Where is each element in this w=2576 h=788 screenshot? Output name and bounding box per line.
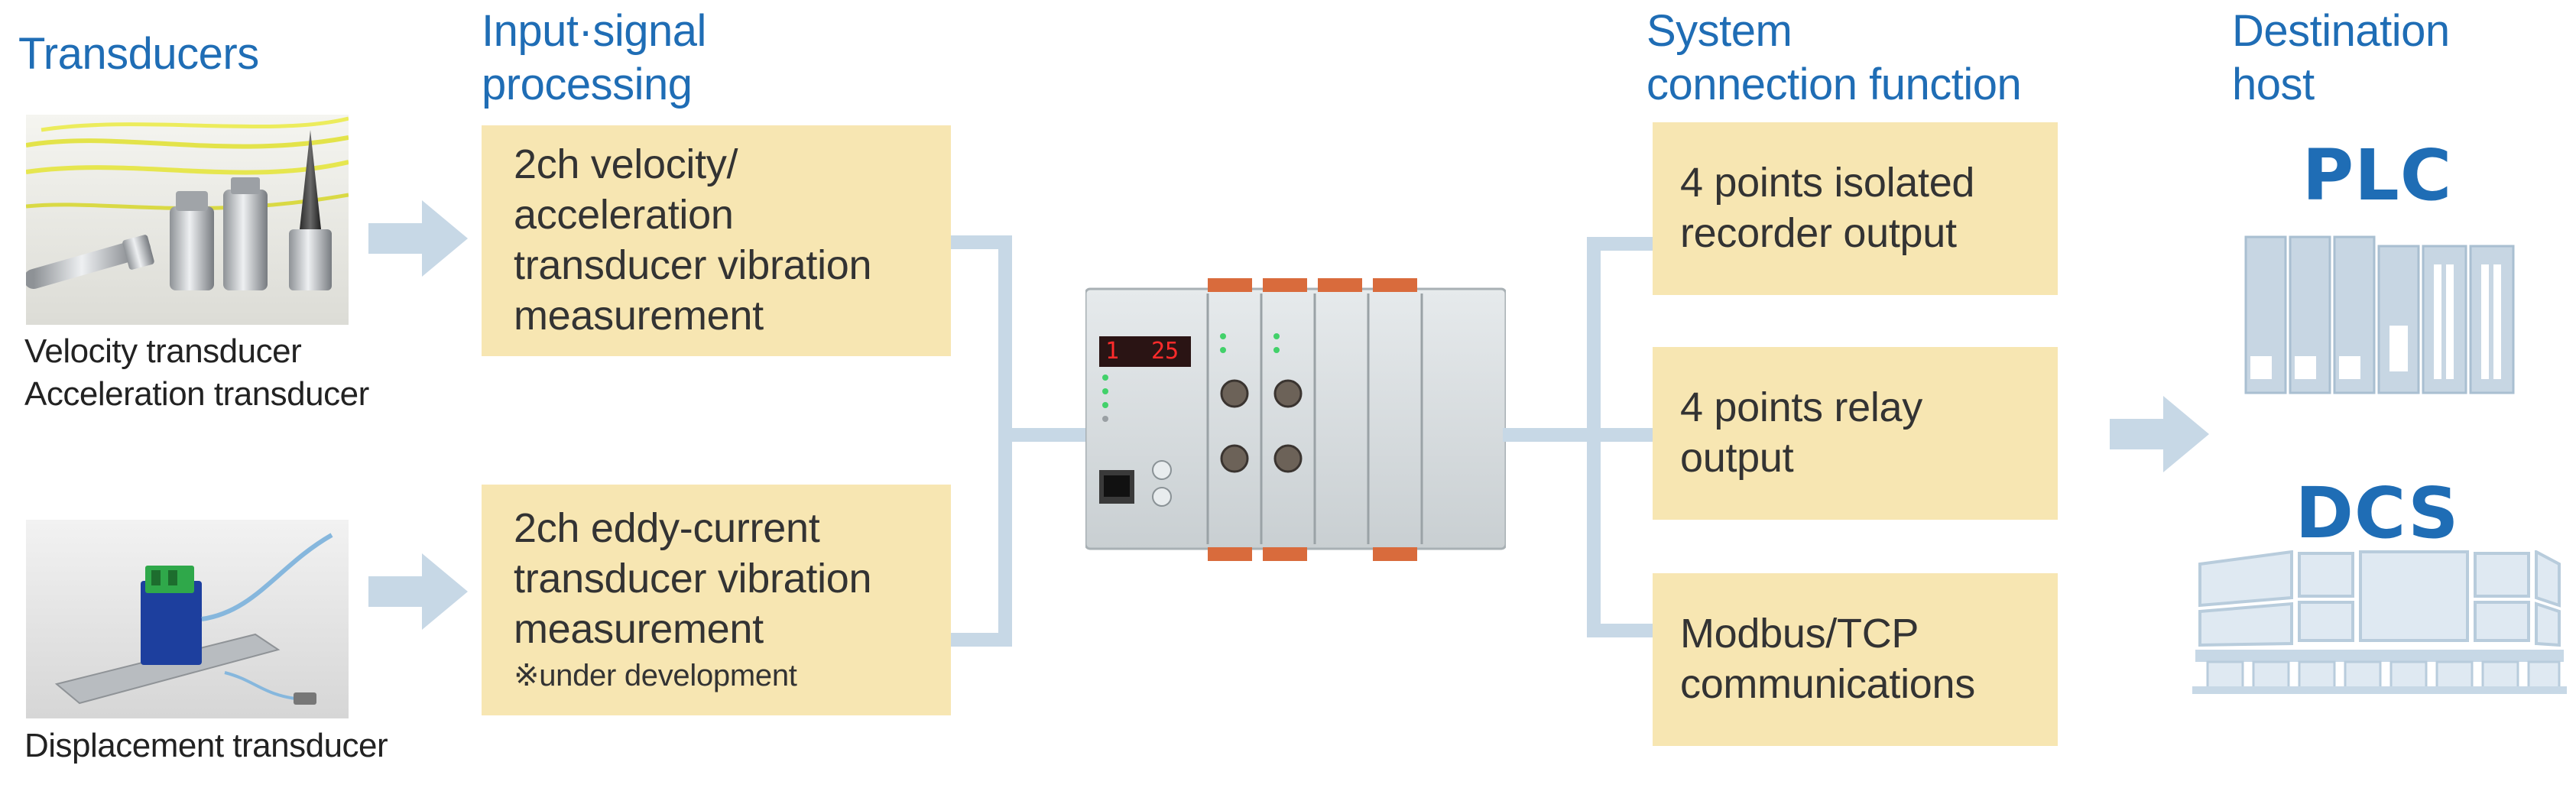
input-box-eddy-current-note: ※under development [514, 659, 797, 692]
host-label-plc: PLC [2302, 135, 2453, 216]
output-box-relay-text: 4 points relay output [1680, 384, 1922, 481]
device-display-value: 25 [1151, 338, 1179, 365]
connector-line [1587, 624, 1653, 637]
output-box-modbus-text: Modbus/TCP communications [1680, 611, 1975, 707]
connector-line [998, 428, 1087, 442]
output-box-modbus: Modbus/TCP communications [1653, 573, 2058, 746]
connector-line [951, 235, 1012, 249]
arrow-right-icon [368, 553, 468, 630]
connector-line [1587, 428, 1653, 442]
dcs-icon [2192, 550, 2567, 696]
output-box-recorder-text: 4 points isolated recorder output [1680, 160, 1975, 256]
output-box-recorder: 4 points isolated recorder output [1653, 122, 2058, 295]
vibration-monitor-device: 1 25 [1085, 275, 1506, 566]
arrow-right-icon [2110, 396, 2209, 472]
displacement-transducer-photo [26, 520, 349, 718]
input-box-eddy-current: 2ch eddy-current transducer vibration me… [482, 485, 951, 715]
plc-icon [2244, 234, 2515, 396]
output-box-relay: 4 points relay output [1653, 347, 2058, 520]
device-channel-indicator: 1 [1105, 338, 1120, 365]
heading-destination-host: Destination host [2232, 6, 2450, 109]
velocity-transducer-photo [26, 115, 349, 325]
velocity-transducer-caption: Velocity transducer Acceleration transdu… [24, 332, 369, 413]
connector-line [1503, 428, 1595, 442]
displacement-transducer-caption: Displacement transducer [24, 727, 388, 764]
connector-line [1587, 237, 1653, 251]
arrow-right-icon [368, 200, 468, 277]
heading-input-signal-processing: Input·signal processing [482, 6, 706, 109]
input-box-velocity-text: 2ch velocity/ acceleration transducer vi… [514, 141, 872, 339]
heading-system-connection: System connection function [1646, 6, 2022, 109]
connector-line [951, 633, 1012, 647]
host-label-dcs: DCS [2295, 472, 2460, 554]
heading-transducers: Transducers [18, 29, 259, 79]
input-box-eddy-current-text: 2ch eddy-current transducer vibration me… [514, 505, 872, 652]
input-box-velocity: 2ch velocity/ acceleration transducer vi… [482, 125, 951, 356]
